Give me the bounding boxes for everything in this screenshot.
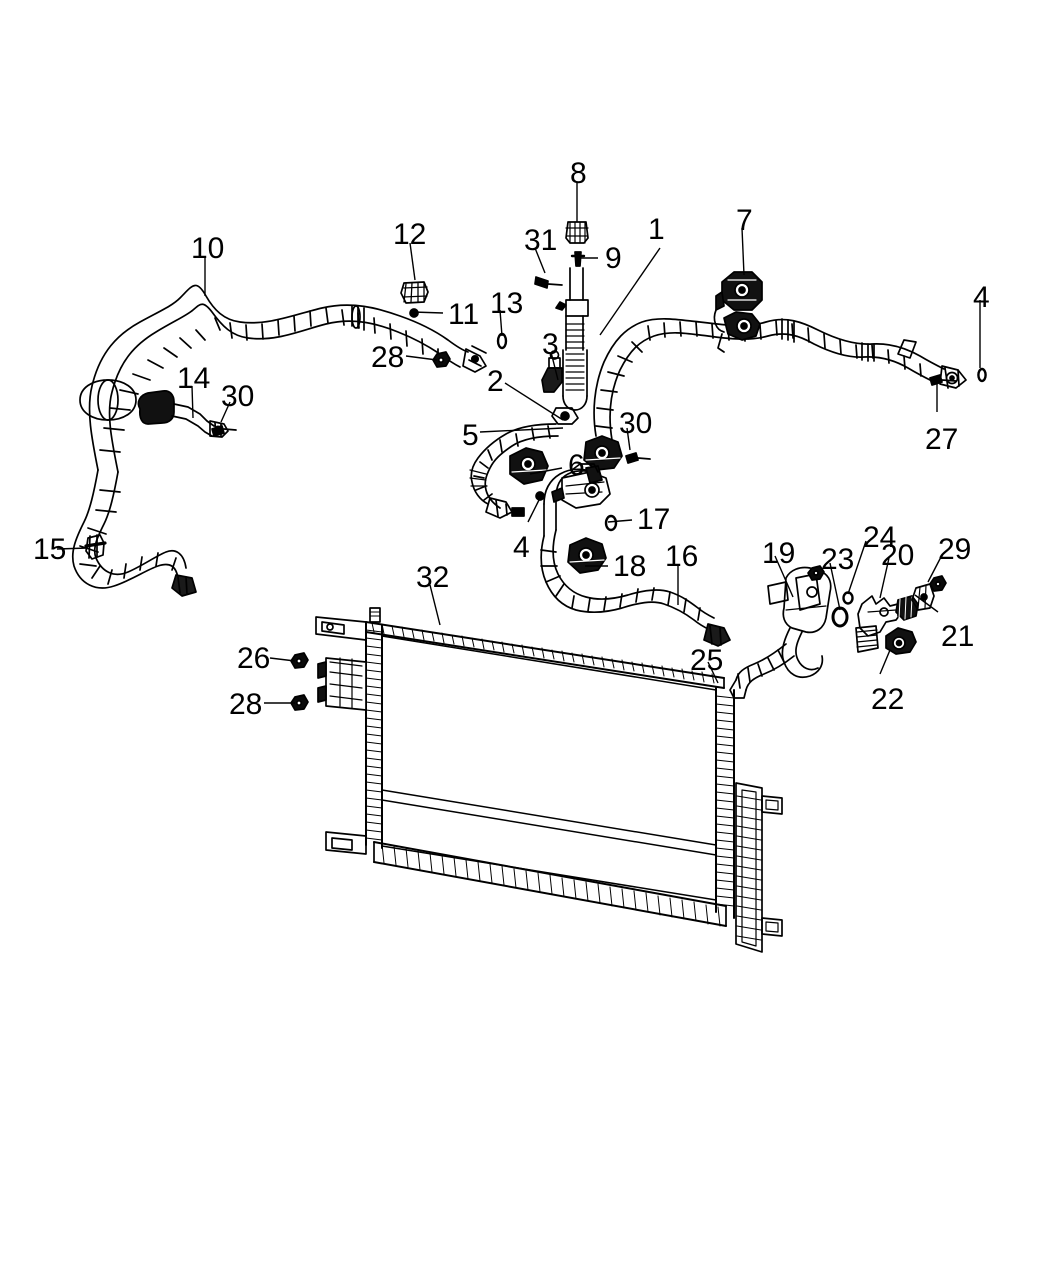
callout-24: 24 — [863, 521, 897, 554]
callout-28a: 28 — [371, 341, 405, 374]
part-15-coupler — [84, 534, 107, 560]
part-18-clamp — [567, 537, 607, 574]
callout-30b: 30 — [619, 407, 653, 440]
callout-32: 32 — [416, 561, 450, 594]
callout-25: 25 — [690, 644, 724, 677]
part-30a-bolt — [211, 425, 237, 437]
callout-23: 23 — [821, 543, 855, 576]
callout-20: 20 — [881, 539, 915, 572]
callout-16: 16 — [665, 540, 699, 573]
part-4a-oring — [977, 367, 987, 383]
part-1-discharge-hose — [593, 317, 967, 441]
part-31-screw — [534, 276, 563, 289]
part-10-suction-hose — [88, 284, 487, 473]
part-9-valve-core — [570, 251, 586, 267]
part-13-oring — [496, 332, 508, 350]
callout-31: 31 — [524, 224, 558, 257]
callout-12: 12 — [393, 218, 427, 251]
part-4b-oring-dot — [535, 491, 545, 501]
callout-4a: 4 — [973, 281, 990, 314]
callout-6: 6 — [568, 449, 585, 482]
part-29-nut — [929, 575, 947, 592]
part-16-liquid-line — [540, 463, 731, 647]
part-small-nut-top — [807, 565, 825, 581]
part-26-nut — [290, 652, 309, 669]
callout-13: 13 — [490, 287, 524, 320]
part-32-condenser — [315, 607, 783, 953]
callout-10: 10 — [191, 232, 225, 265]
callout-11: 11 — [448, 298, 480, 331]
callout-4b: 4 — [513, 531, 530, 564]
part-7-bracket-clamp — [713, 271, 763, 353]
callout-1: 1 — [648, 213, 665, 246]
callout-9: 9 — [605, 242, 622, 275]
part-24-oring — [842, 591, 854, 605]
callout-5: 5 — [462, 419, 479, 452]
part-8-cap — [565, 221, 589, 244]
callout-14: 14 — [177, 362, 211, 395]
callout-3: 3 — [542, 328, 559, 361]
callout-28b: 28 — [229, 688, 263, 721]
part-17-oring — [604, 514, 618, 532]
part-21-retainer — [911, 583, 935, 611]
part-6-clamp — [509, 447, 549, 485]
part-23-oring — [831, 606, 849, 628]
part-27-bolt — [929, 374, 957, 386]
callout-29: 29 — [938, 533, 972, 566]
part-30b-clamp — [583, 435, 623, 471]
callout-21: 21 — [941, 620, 975, 653]
callout-2: 2 — [487, 365, 504, 398]
callout-17: 17 — [637, 503, 671, 536]
callout-18: 18 — [613, 550, 647, 583]
callout-8: 8 — [570, 157, 587, 190]
part-28b-nut — [290, 694, 309, 711]
part-30b-bolt — [625, 452, 651, 464]
part-10-lower-run — [71, 379, 197, 597]
callout-27: 27 — [925, 423, 959, 456]
callout-22: 22 — [871, 683, 905, 716]
part-11-oring-dot — [409, 308, 419, 318]
callout-26: 26 — [237, 642, 271, 675]
part-28a-nut — [432, 351, 451, 368]
part-12-clip — [400, 281, 429, 304]
callout-7: 7 — [736, 204, 753, 237]
part-19-valve-block — [729, 566, 832, 699]
callout-30a: 30 — [221, 380, 255, 413]
callout-15: 15 — [33, 533, 67, 566]
part-20-seal-washer — [895, 595, 919, 621]
callout-19: 19 — [762, 537, 796, 570]
